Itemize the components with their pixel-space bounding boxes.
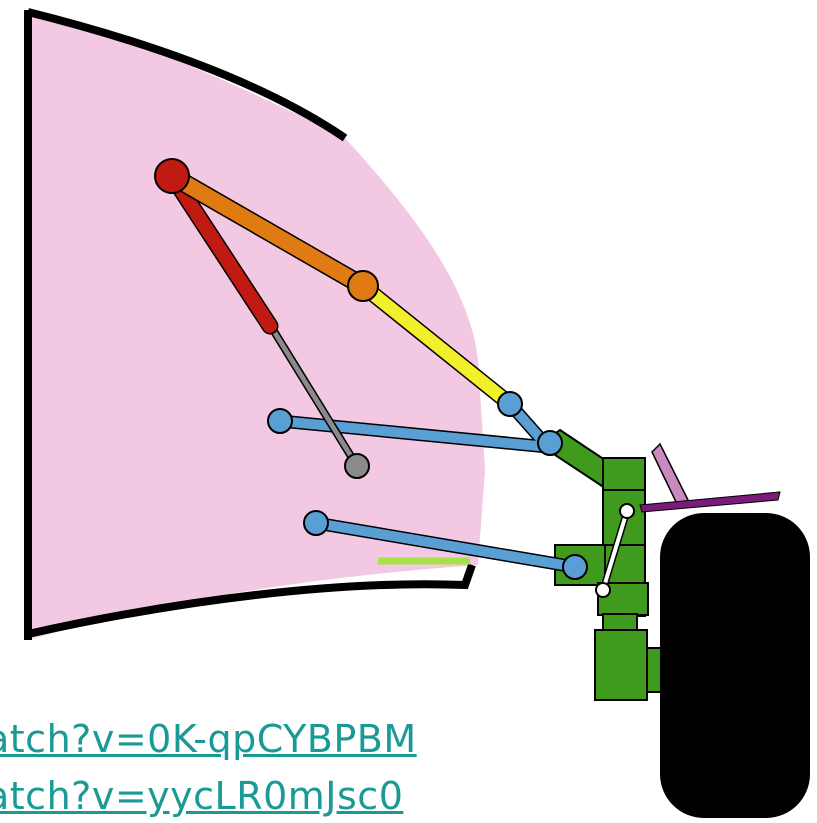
video-link-2[interactable]: atch?v=yycLR0mJsc0	[0, 774, 404, 818]
pivot-joint-icon	[497, 391, 523, 417]
pivot-joint-icon	[267, 408, 293, 434]
wheel-bay-fill	[28, 10, 485, 640]
lower-radius-link	[309, 516, 582, 574]
lower-drag-brace	[355, 278, 518, 412]
pivot-joint-icon	[344, 453, 370, 479]
pivot-joint-icon	[154, 158, 190, 194]
gear-door-lower	[639, 491, 781, 513]
video-link-1[interactable]: atch?v=0K-qpCYBPBM	[0, 717, 417, 761]
pivot-joint-icon	[303, 510, 329, 536]
bay-outline-top	[27, 8, 348, 142]
bay-outline-bottom	[27, 563, 476, 638]
retract-actuator	[163, 167, 279, 335]
actuator-rod	[268, 325, 361, 469]
upper-drag-brace	[162, 166, 373, 296]
gear-door-upper	[651, 442, 689, 508]
pivot-joint-icon	[537, 430, 563, 456]
pivot-joint-icon	[347, 270, 379, 302]
pivot-joint-icon	[562, 554, 588, 580]
torque-link	[595, 503, 635, 598]
wheel	[660, 513, 810, 818]
